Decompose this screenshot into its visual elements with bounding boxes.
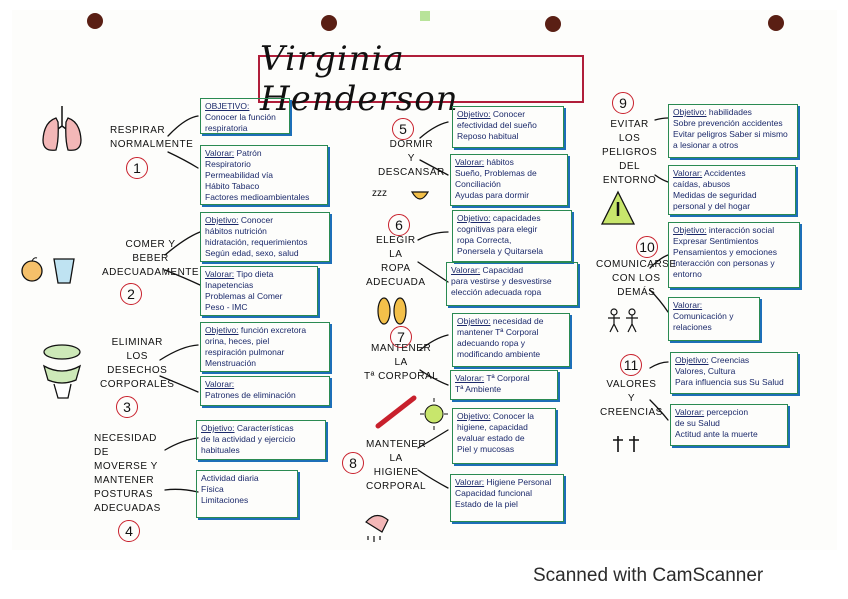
sandals-icon (377, 297, 407, 325)
warning-sign-icon (600, 190, 636, 225)
need-number-10: 10 (636, 236, 658, 258)
need-number-4: 4 (118, 520, 140, 542)
need-10-assessment-box: Valorar: Comunicación y relaciones (668, 297, 760, 341)
need-label-comer: COMER Y BEBER ADECUADAMENTE (102, 239, 200, 278)
need-6-assessment-box: Valorar: Capacidad para vestirse y desve… (446, 262, 578, 306)
need-6-objective-box: Objetivo: capacidades cognitivas para el… (452, 210, 572, 262)
need-2-objective-box: Objetivo: Conocer hábitos nutrición hidr… (200, 212, 330, 262)
need-7-assessment-box: Valorar: Tª Corporal Tª Ambiente (450, 370, 558, 400)
binder-hole (87, 13, 103, 29)
need-number-8: 8 (342, 452, 364, 474)
need-7-objective-box: Objetivo: necesidad de mantener Tª Corpo… (452, 313, 570, 367)
tape-mark (420, 11, 430, 21)
need-5-objective-box: Objetivo: Conocer efectividad del sueño … (452, 106, 564, 148)
need-9-assessment-box: Valorar: Accidentes caídas, abusos Medid… (668, 165, 796, 215)
need-label-temperatura: MANTENER LA Tª CORPORAL (364, 343, 439, 382)
sleep-icon: zzz (372, 188, 430, 200)
need-3-assessment-box: Valorar: Patrones de eliminación (200, 376, 330, 406)
need-number-11: 11 (620, 354, 642, 376)
binder-hole (545, 16, 561, 32)
need-1-objective-box: OBJETIVO: Conocer la función respiratori… (200, 98, 290, 134)
need-10-objective-box: Objetivo: interacción social Expresar Se… (668, 222, 800, 288)
need-number-7: 7 (390, 326, 412, 348)
need-label-ropa: ELEGIR LA ROPA ADECUADA (366, 235, 426, 288)
need-number-1: 1 (126, 157, 148, 179)
need-label-respirar: RESPIRAR NORMALMENTE (110, 125, 194, 150)
need-8-assessment-box: Valorar: Higiene Personal Capacidad func… (450, 474, 564, 522)
binder-hole (321, 15, 337, 31)
toilet-icon (42, 344, 82, 399)
food-drink-icon (21, 257, 75, 284)
need-11-objective-box: Objetivo: Creencias Valores, Cultura Par… (670, 352, 798, 394)
shower-icon (365, 514, 389, 542)
need-number-6: 6 (388, 214, 410, 236)
page-title: Virginia Henderson (258, 39, 584, 119)
need-number-5: 5 (392, 118, 414, 140)
need-label-valores: VALORES Y CREENCIAS (600, 379, 663, 418)
need-2-assessment-box: Valorar: Tipo dieta Inapetencias Problem… (200, 266, 318, 316)
need-4-objective-box: Objetivo: Características de la activida… (196, 420, 326, 460)
need-number-3: 3 (116, 396, 138, 418)
people-icon (608, 308, 638, 333)
need-label-moverse: NECESIDAD DE MOVERSE Y MANTENER POSTURAS… (94, 433, 161, 514)
need-4-assessment-box: Actividad diaria Física Limitaciones (196, 470, 298, 518)
binder-hole (768, 15, 784, 31)
need-label-comunicarse: COMUNICARSE CON LOS DEMÁS (596, 259, 677, 298)
need-label-eliminar: ELIMINAR LOS DESECHOS CORPORALES (100, 337, 175, 390)
need-label-peligros: EVITAR LOS PELIGROS DEL ENTORNO (602, 119, 658, 186)
need-number-2: 2 (120, 283, 142, 305)
watermark-text: Scanned with CamScanner (533, 565, 764, 586)
thermometer-sun-icon (375, 395, 448, 430)
need-number-9: 9 (612, 92, 634, 114)
need-label-higiene: MANTENER LA HIGIENE CORPORAL (366, 439, 427, 492)
need-label-dormir: DORMIR Y DESCANSAR (378, 139, 445, 178)
need-9-objective-box: Objetivo: habilidades Sobre prevención a… (668, 104, 798, 158)
svg-text:zzz: zzz (372, 188, 387, 199)
need-5-assessment-box: Valorar: hábitos Sueño, Problemas de Con… (450, 154, 568, 206)
crosses-icon (613, 436, 639, 452)
need-11-assessment-box: Valorar: percepcion de su Salud Actitud … (670, 404, 788, 446)
need-8-objective-box: Objetivo: Conocer la higiene, capacidad … (452, 408, 556, 464)
need-1-assessment-box: Valorar: Patrón Respiratorio Permeabilid… (200, 145, 328, 205)
lungs-icon (42, 106, 82, 151)
need-3-objective-box: Objetivo: función excretora orina, heces… (200, 322, 330, 372)
